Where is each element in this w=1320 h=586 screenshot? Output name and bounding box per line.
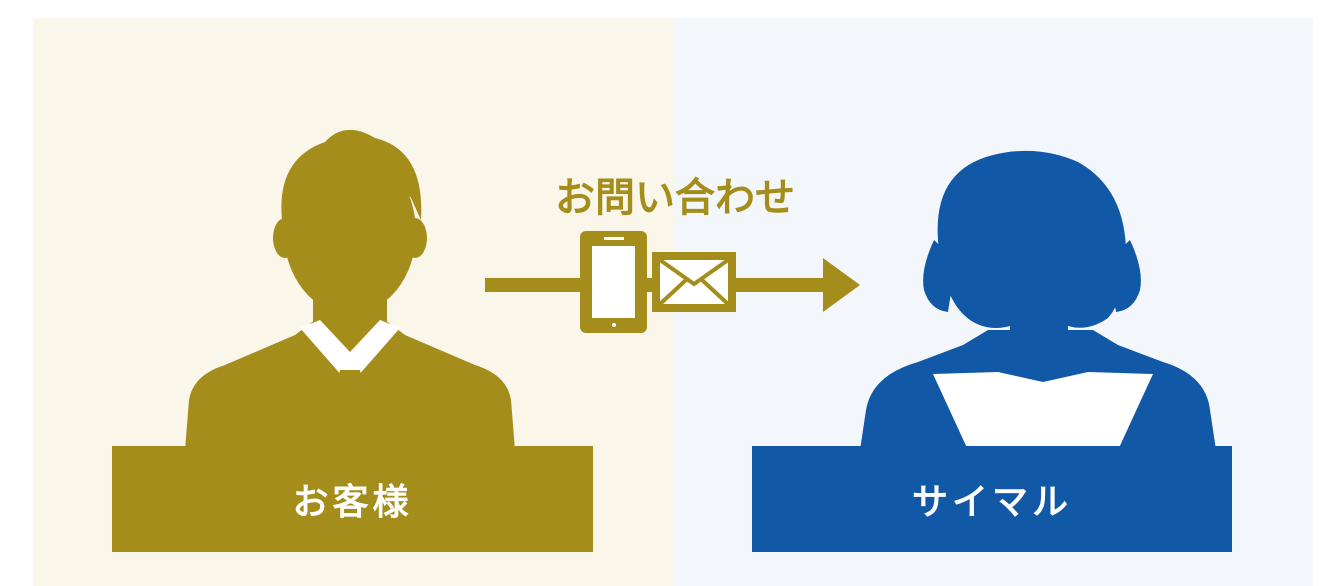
inquiry-flow-arrow xyxy=(480,228,870,338)
envelope-icon xyxy=(652,252,736,312)
company-label: サイマル xyxy=(752,446,1232,552)
company-label-text: サイマル xyxy=(911,481,1072,523)
inquiry-title: お問い合わせ xyxy=(555,175,795,221)
arrow-right-icon xyxy=(823,258,860,312)
customer-silhouette-icon xyxy=(175,120,525,450)
company-silhouette-icon xyxy=(838,150,1238,450)
smartphone-icon xyxy=(580,231,647,333)
customer-label: お客様 xyxy=(112,446,593,552)
customer-label-text: お客様 xyxy=(292,481,413,523)
